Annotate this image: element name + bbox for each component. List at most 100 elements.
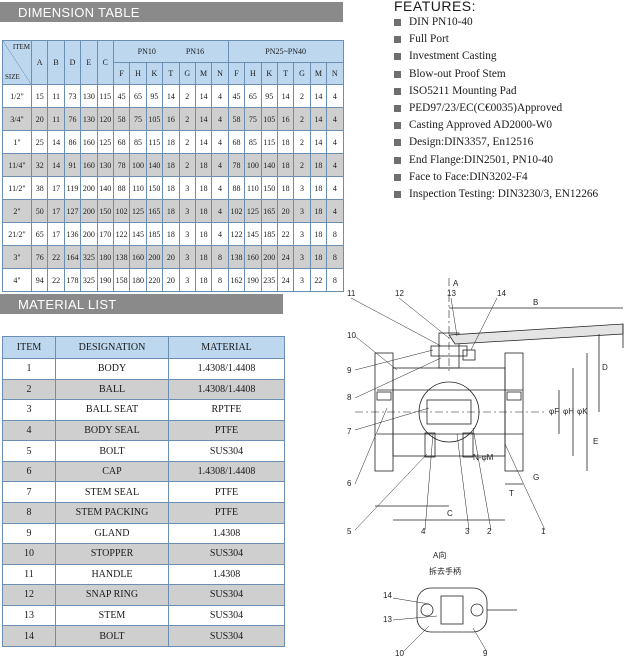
header-item: ITEM bbox=[2, 336, 56, 359]
material-cell: SUS304 bbox=[168, 584, 285, 606]
ball-valve-drawing: 11 12 13 14 10 9 8 7 6 5 4 3 2 1 B D φF … bbox=[347, 278, 624, 658]
table-cell: 165 bbox=[260, 199, 278, 223]
corner-item-label: ITEM bbox=[12, 43, 30, 51]
material-cell: SUS304 bbox=[168, 543, 285, 565]
table-cell: 115 bbox=[96, 84, 114, 108]
part-number: 12 bbox=[395, 289, 404, 298]
size-item-corner-cell: ITEM SIZE bbox=[2, 40, 32, 85]
designation-cell: SNAP RING bbox=[55, 584, 169, 606]
part-number: 11 bbox=[347, 289, 356, 298]
table-cell: 3 bbox=[293, 222, 311, 246]
table-cell: 200 bbox=[260, 245, 278, 269]
item-cell: 14 bbox=[2, 625, 56, 647]
header-cell: K bbox=[145, 62, 164, 85]
table-cell: 162 bbox=[227, 268, 246, 292]
table-cell: 65 bbox=[244, 84, 262, 108]
table-cell: 115 bbox=[260, 130, 278, 154]
table-cell: 125 bbox=[129, 199, 147, 223]
table-cell: 2 bbox=[293, 153, 311, 177]
material-cell: 1.4308/1.4408 bbox=[168, 358, 285, 380]
table-cell: 73 bbox=[63, 84, 82, 108]
table-cell: 24 bbox=[276, 268, 295, 292]
corner-size-label: SIZE bbox=[5, 73, 20, 81]
table-cell: 2 bbox=[293, 107, 311, 131]
table-cell: 4 bbox=[326, 84, 344, 108]
table-cell: 18 bbox=[162, 222, 180, 246]
table-cell: 3 bbox=[178, 222, 196, 246]
table-cell: 150 bbox=[260, 176, 278, 200]
table-cell: 4 bbox=[326, 176, 344, 200]
table-cell: 18 bbox=[309, 153, 328, 177]
feature-text: Blow-out Proof Stem bbox=[409, 67, 506, 80]
table-cell: 2 bbox=[293, 84, 311, 108]
table-cell: 16 bbox=[276, 107, 295, 131]
table-cell: 17 bbox=[47, 199, 65, 223]
table-cell: 4 bbox=[211, 199, 229, 223]
item-cell: 7 bbox=[2, 481, 56, 503]
pn25-pn40-header: PN25~PN40 bbox=[227, 40, 344, 63]
table-cell: 4 bbox=[211, 176, 229, 200]
table-cell: 38 bbox=[30, 176, 49, 200]
table-cell: 45 bbox=[112, 84, 131, 108]
table-cell: 14 bbox=[276, 84, 295, 108]
view-a-label: A向 bbox=[433, 550, 446, 560]
header-cell: M bbox=[309, 62, 328, 85]
material-cell: SUS304 bbox=[168, 440, 285, 462]
feature-item: PED97/23/EC(C€0035)Approved bbox=[394, 100, 598, 117]
table-cell: 65 bbox=[30, 222, 49, 246]
feature-item: Blow-out Proof Stem bbox=[394, 66, 598, 83]
table-cell: 200 bbox=[80, 176, 98, 200]
table-cell: 22 bbox=[276, 222, 295, 246]
size-cell: 1/2" bbox=[2, 84, 32, 108]
item-cell: 12 bbox=[2, 584, 56, 606]
table-cell: 18 bbox=[194, 245, 213, 269]
bullet-square-icon bbox=[394, 105, 401, 113]
table-cell: 85 bbox=[129, 130, 147, 154]
table-cell: 18 bbox=[309, 176, 328, 200]
table-cell: 17 bbox=[47, 176, 65, 200]
table-cell: 8 bbox=[326, 268, 344, 292]
table-cell: 130 bbox=[96, 153, 114, 177]
table-cell: 3 bbox=[293, 245, 311, 269]
item-cell: 5 bbox=[2, 440, 56, 462]
part-number: 7 bbox=[347, 427, 352, 436]
table-cell: 22 bbox=[47, 245, 65, 269]
table-cell: 20 bbox=[162, 268, 180, 292]
table-cell: 185 bbox=[260, 222, 278, 246]
table-cell: 88 bbox=[227, 176, 246, 200]
table-cell: 119 bbox=[63, 176, 82, 200]
table-cell: 3 bbox=[178, 268, 196, 292]
table-cell: 180 bbox=[129, 268, 147, 292]
table-cell: 18 bbox=[276, 153, 295, 177]
table-cell: 2 bbox=[178, 130, 196, 154]
bullet-square-icon bbox=[394, 190, 401, 198]
table-cell: 14 bbox=[309, 130, 328, 154]
table-cell: 105 bbox=[260, 107, 278, 131]
designation-cell: STEM bbox=[55, 604, 169, 627]
table-cell: 18 bbox=[162, 153, 180, 177]
table-cell: 95 bbox=[145, 84, 164, 108]
table-cell: 95 bbox=[260, 84, 278, 108]
table-cell: 160 bbox=[80, 153, 98, 177]
table-cell: 18 bbox=[276, 176, 295, 200]
feature-text: Investment Casting bbox=[409, 50, 497, 63]
dimension-label: T bbox=[509, 489, 514, 498]
designation-cell: BODY bbox=[55, 358, 169, 380]
table-cell: 130 bbox=[80, 84, 98, 108]
table-cell: 2 bbox=[178, 153, 196, 177]
table-cell: 102 bbox=[227, 199, 246, 223]
table-cell: 4 bbox=[326, 199, 344, 223]
header-cell: H bbox=[244, 62, 262, 85]
designation-cell: BOLT bbox=[55, 625, 169, 647]
feature-text: PED97/23/EC(C€0035)Approved bbox=[409, 102, 563, 115]
table-cell: 24 bbox=[276, 245, 295, 269]
table-cell: 325 bbox=[80, 245, 98, 269]
